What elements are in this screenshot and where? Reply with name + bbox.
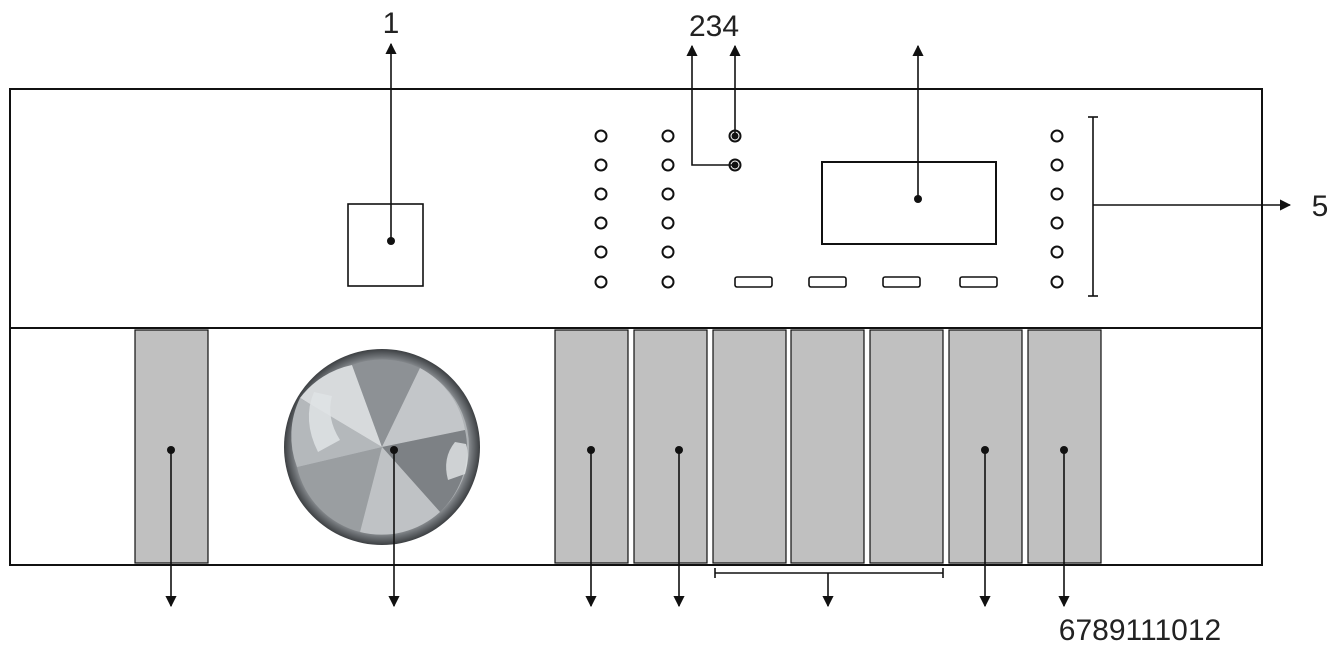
indicator-led-icon xyxy=(661,216,675,230)
indicator-led-icon xyxy=(594,245,608,259)
indicator-led-icon xyxy=(594,275,608,289)
display-window xyxy=(821,161,997,245)
callout-label-bottom: 6789111012 xyxy=(1059,614,1221,646)
callout-label-234: 234 xyxy=(689,10,739,43)
small-button xyxy=(734,276,773,288)
indicator-led-icon xyxy=(1050,275,1064,289)
indicator-led-icon xyxy=(661,275,675,289)
indicator-led-icon xyxy=(1050,245,1064,259)
indicator-led-icon xyxy=(661,245,675,259)
indicator-column-2 xyxy=(661,129,675,289)
indicator-led-icon xyxy=(661,129,675,143)
bracket-10 xyxy=(714,568,944,608)
indicator-led-icon xyxy=(594,158,608,172)
indicator-led-icon xyxy=(594,129,608,143)
bracket-5 xyxy=(1088,116,1292,297)
program-selector-knob-icon xyxy=(284,349,480,545)
function-button-3 xyxy=(712,329,787,564)
indicator-led-icon xyxy=(1050,216,1064,230)
door-lock-window xyxy=(347,203,424,287)
indicator-led-icon xyxy=(1050,187,1064,201)
small-button xyxy=(882,276,921,288)
small-button-row xyxy=(734,276,998,288)
indicator-led-icon xyxy=(661,158,675,172)
callout-label-1: 1 xyxy=(383,7,400,40)
indicator-led-icon xyxy=(1050,158,1064,172)
indicator-led-icon xyxy=(594,216,608,230)
lower-buttons xyxy=(134,329,1102,564)
function-button-5 xyxy=(869,329,944,564)
small-button xyxy=(808,276,847,288)
small-button xyxy=(959,276,998,288)
callout-label-5: 5 xyxy=(1312,190,1329,223)
function-button-4 xyxy=(790,329,865,564)
indicator-led-icon xyxy=(594,187,608,201)
function-button-2 xyxy=(633,329,708,564)
indicator-column-1 xyxy=(594,129,608,289)
indicator-led-icon xyxy=(1050,129,1064,143)
leader-2 xyxy=(686,44,735,166)
indicator-led-icon xyxy=(661,187,675,201)
indicator-column-right xyxy=(1050,129,1064,289)
